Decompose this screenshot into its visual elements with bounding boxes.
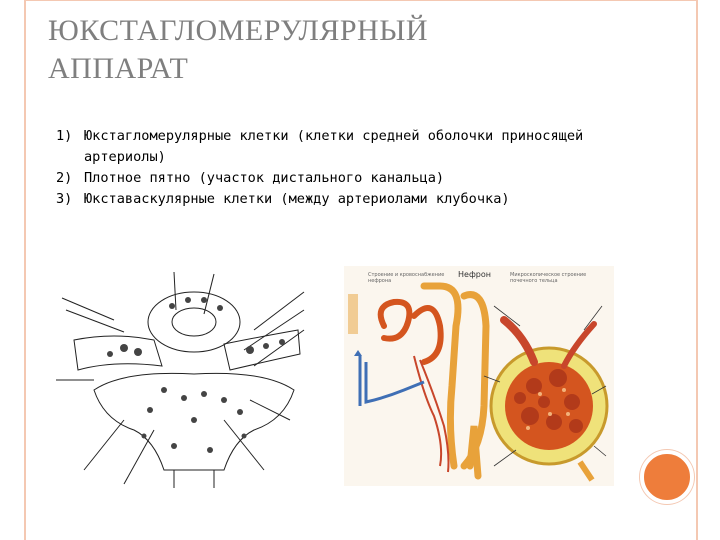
nephron-illustration xyxy=(344,266,614,486)
components-list: 1) Юкстагломерулярные клетки (клетки сред… xyxy=(56,126,656,210)
list-item: 2) Плотное пятно (участок дистального кан… xyxy=(56,168,656,189)
slide-frame-left xyxy=(24,0,26,540)
slide-frame-top xyxy=(24,0,698,1)
figure-caption-right: Микроскопическое строение почечного тель… xyxy=(510,272,587,284)
list-item: 1) Юкстагломерулярные клетки (клетки сред… xyxy=(56,126,656,168)
figure-caption-left: Строение и кровоснабжение нефрона xyxy=(368,272,445,284)
slide-title: ЮКСТАГЛОМЕРУЛЯРНЫЙ АППАРАТ xyxy=(48,12,648,88)
list-text: Юкставаскулярные клетки (между артериола… xyxy=(84,191,510,207)
list-number: 2) xyxy=(56,170,73,186)
list-number: 1) xyxy=(56,128,73,144)
list-item: 3) Юкставаскулярные клетки (между артерио… xyxy=(56,189,656,210)
list-text: Юкстагломерулярные клетки (клетки средне… xyxy=(84,128,584,165)
title-line-2: АППАРАТ xyxy=(48,52,189,85)
juxtaglomerular-drawing xyxy=(56,271,305,488)
decorative-orange-circle xyxy=(640,450,694,504)
figure-caption-title: Нефрон xyxy=(458,270,491,279)
list-number: 3) xyxy=(56,191,73,207)
list-text: Плотное пятно (участок дистального канал… xyxy=(84,170,445,186)
slide-frame-right xyxy=(696,0,698,540)
title-line-1: ЮКСТАГЛОМЕРУЛЯРНЫЙ xyxy=(48,14,429,47)
